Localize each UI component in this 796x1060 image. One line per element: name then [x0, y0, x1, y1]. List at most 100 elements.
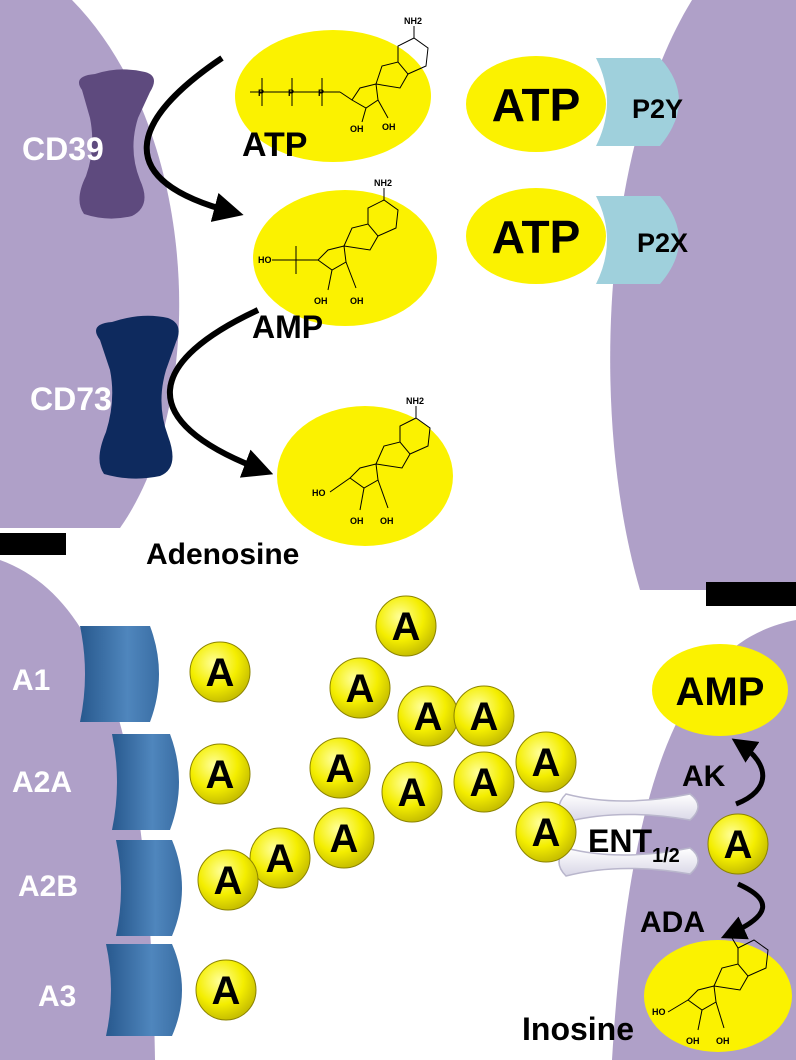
adenosine-oh-atom-1: OH	[350, 516, 364, 526]
adenosine-ball-label: A	[212, 969, 241, 1013]
ak-label: AK	[682, 760, 726, 793]
inosine-structure-drawing	[667, 937, 769, 1031]
ent-main-text: ENT	[588, 823, 652, 859]
inosine-oh-atom-1: OH	[686, 1036, 700, 1046]
adenosine-ball-circle	[309, 737, 371, 799]
adenosine-ball: A	[189, 743, 251, 805]
p2x-receptor-label: P2X	[637, 228, 688, 258]
adenosine-ball-label: A	[532, 741, 561, 785]
receptor-a1-label: A1	[12, 664, 50, 697]
adenosine-ball: A	[515, 731, 577, 793]
p2y-receptor-complex: ATP P2Y	[466, 56, 683, 152]
adenosine-ball: A	[453, 751, 515, 813]
adenosine-ball: A	[453, 685, 515, 747]
ent-label: ENT1/2	[588, 823, 680, 867]
cd39-enzyme: CD39	[22, 69, 154, 219]
p2y-atp-label: ATP	[492, 79, 581, 131]
black-bar-right	[706, 582, 796, 606]
adenosine-ball-circle	[249, 827, 311, 889]
inosine-o-atom: O	[728, 930, 735, 940]
p2x-receptor-complex: ATP P2X	[466, 188, 688, 284]
adenosine-ball-label: A	[214, 859, 243, 903]
adenosine-ball: A	[309, 737, 371, 799]
p2x-atp-label: ATP	[492, 211, 581, 263]
adenosine-ball-circle	[189, 743, 251, 805]
inosine-oh-atom-2: OH	[716, 1036, 730, 1046]
adenosine-ball-label: A	[398, 771, 427, 815]
cd73-label: CD73	[30, 381, 112, 417]
atp-nh2-atom: NH2	[404, 16, 422, 26]
atp-p-atom-3: P	[318, 88, 324, 98]
atp-oh-atom-2: OH	[382, 122, 396, 132]
intracellular-amp-label: AMP	[676, 670, 765, 714]
adenosine-label: Adenosine	[146, 538, 299, 571]
amp-oh-atom-2: OH	[350, 296, 364, 306]
arrow-ada	[720, 881, 765, 940]
ada-label: ADA	[640, 906, 705, 939]
receptor-a3-label: A3	[38, 980, 76, 1013]
adenosine-ball-label: A	[266, 837, 295, 881]
adenosine-ball-circle	[329, 657, 391, 719]
adenosine-ball-label: A	[346, 667, 375, 711]
adenosine-ball-circle	[515, 731, 577, 793]
adenosine-ball-label: A	[206, 753, 235, 797]
adenosine-ball: A	[249, 827, 311, 889]
adenosine-ball: A	[515, 801, 577, 863]
adenosine-ball-circle	[313, 807, 375, 869]
adenosine-molecule: NH2 HO OH OH Adenosine	[146, 396, 453, 571]
adenosine-ball-circle	[515, 801, 577, 863]
atp-label: ATP	[242, 126, 307, 164]
adenosine-receptor-a2a: A2A	[12, 734, 179, 830]
receptor-a2a-label: A2A	[12, 766, 72, 799]
adenosine-receptor-a1: A1	[12, 626, 159, 722]
adenosine-ball-label: A	[206, 651, 235, 695]
amp-molecule: NH2 HO OH OH AMP	[252, 178, 437, 345]
adenosine-ball: A	[197, 849, 259, 911]
adenosine-ball: A	[329, 657, 391, 719]
inosine-ho-atom: HO	[652, 1007, 666, 1017]
adenosine-ball: A	[313, 807, 375, 869]
adenosine-ball-label: A	[470, 695, 499, 739]
intracellular-adenosine-ball: A	[707, 813, 769, 875]
arrow-atp-to-amp	[143, 55, 244, 222]
adenosine-ball: A	[375, 595, 437, 657]
adenosine-ball: A	[397, 685, 459, 747]
adenosine-ball: A	[381, 761, 443, 823]
amp-label: AMP	[252, 309, 323, 345]
intracellular-adenosine-label: A	[724, 823, 753, 867]
intracellular-amp: AMP	[652, 644, 788, 736]
adenosine-ball-label: A	[326, 747, 355, 791]
adenosine-receptor-a3: A3	[38, 944, 182, 1036]
arrow-ak	[731, 738, 766, 807]
adenosine-ball-circle	[375, 595, 437, 657]
adenosine-ball-circle	[453, 751, 515, 813]
cd39-label: CD39	[22, 131, 104, 167]
adenosine-ball-label: A	[532, 811, 561, 855]
ent-subscript: 1/2	[652, 845, 680, 867]
adenosine-structure-drawing	[329, 406, 431, 511]
arrow-amp-to-adenosine	[167, 307, 274, 478]
adenosine-ball-label: A	[470, 761, 499, 805]
black-bar-left	[0, 533, 66, 555]
adenosine-receptor-a2b: A2B	[18, 840, 182, 936]
adenosine-ball-circle	[453, 685, 515, 747]
atp-p-atom-2: P	[288, 88, 294, 98]
inosine-molecule: O HO OH OH Inosine	[522, 930, 792, 1052]
adenosine-ball-circle	[197, 849, 259, 911]
adenosine-oh-atom-2: OH	[380, 516, 394, 526]
adenosine-ball-circle	[189, 641, 251, 703]
amp-structure-drawing	[272, 188, 399, 291]
amp-nh2-atom: NH2	[374, 178, 392, 188]
atp-structure-drawing	[250, 26, 429, 123]
atp-p-atom-1: P	[258, 88, 264, 98]
atp-oh-atom-1: OH	[350, 124, 364, 134]
adenosine-ball-label: A	[330, 817, 359, 861]
inosine-label: Inosine	[522, 1011, 634, 1047]
amp-oh-atom-1: OH	[314, 296, 328, 306]
adenosine-ho-atom: HO	[312, 488, 326, 498]
cd73-enzyme: CD73	[30, 315, 179, 479]
adenosine-ball-circle	[381, 761, 443, 823]
adenosine-ball-label: A	[392, 605, 421, 649]
